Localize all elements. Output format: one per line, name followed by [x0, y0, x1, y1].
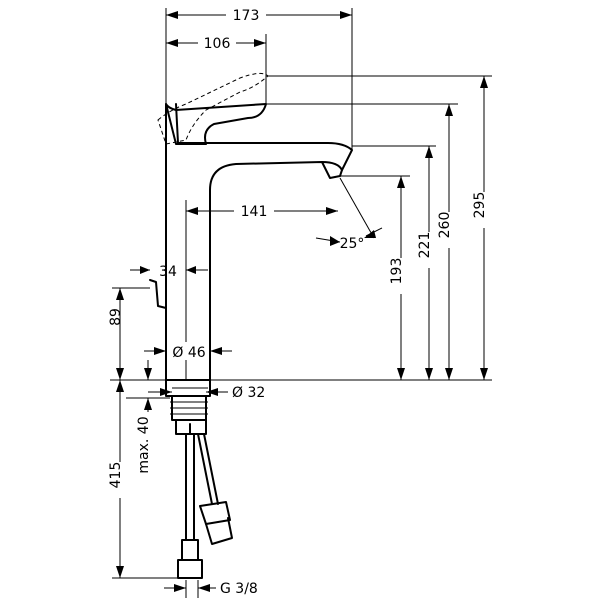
- dimension-spout-reach: 141: [186, 201, 338, 220]
- dimension-handle-reach: 106: [166, 33, 266, 52]
- dimension-connection-thread: G 3/8: [164, 581, 258, 597]
- connection-thread-label: G 3/8: [220, 581, 258, 597]
- supply-hoses: [177, 433, 233, 579]
- pop-up-height-label: 89: [108, 308, 124, 326]
- dimension-body-offset: 34: [130, 264, 208, 280]
- dimension-spout-angle: 25°: [315, 227, 383, 252]
- dimension-hose-length: 415: [108, 380, 130, 578]
- height-handle-raised-label: 295: [472, 192, 488, 219]
- height-handle-label: 260: [437, 212, 453, 239]
- dimension-body-diameter: Ø 46: [144, 342, 232, 361]
- overall-reach-label: 173: [233, 8, 260, 24]
- spout-reach-label: 141: [241, 204, 268, 220]
- mounting-assembly: [165, 379, 211, 435]
- dimension-mount-diameter: Ø 32: [148, 385, 265, 401]
- dimension-pop-up-height: 89: [108, 288, 124, 380]
- hose-length-label: 415: [108, 462, 124, 489]
- height-spout-outlet-label: 193: [389, 258, 405, 285]
- dimension-height-handle-raised: 295: [472, 76, 494, 380]
- dimension-height-handle: 260: [437, 104, 459, 380]
- handle-lever: [157, 72, 269, 145]
- extension-lines: [112, 8, 492, 598]
- handle-reach-label: 106: [204, 36, 231, 52]
- body-offset-label: 34: [159, 264, 177, 280]
- dimension-height-spout-outlet: 193: [389, 176, 411, 380]
- dimension-overall-reach: 173: [166, 5, 352, 24]
- max-counter-thickness-label: max. 40: [136, 416, 152, 473]
- dimension-height-spout-top: 221: [417, 146, 439, 380]
- body-diameter-label: Ø 46: [172, 345, 205, 361]
- height-spout-top-label: 221: [417, 232, 433, 259]
- mount-diameter-label: Ø 32: [232, 385, 265, 401]
- spout-angle-label: 25°: [340, 236, 365, 252]
- dimension-max-counter-thickness: max. 40: [136, 360, 152, 474]
